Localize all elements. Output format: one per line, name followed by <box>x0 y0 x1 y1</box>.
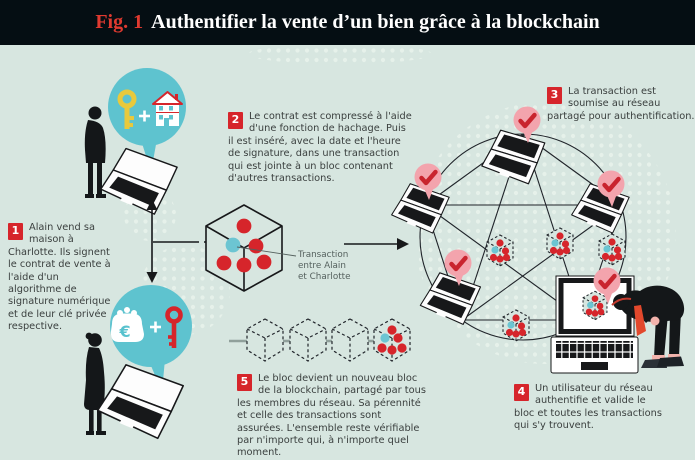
tie <box>634 305 646 336</box>
transaction-cube <box>205 204 297 292</box>
chain-cube <box>246 318 284 362</box>
glasses-icon <box>611 297 632 306</box>
step-2-number: 2 <box>228 112 243 129</box>
callout-line <box>236 246 297 257</box>
validator-laptop <box>550 275 639 374</box>
chain-cube-new-block <box>373 318 411 362</box>
transaction-cube-label: Transaction entre Alain et Charlotte <box>298 250 351 282</box>
dots-cluster-top <box>248 44 432 64</box>
figure-title: Authentifier la vente d’un bien grâce à … <box>151 11 600 33</box>
private-key-icon <box>165 306 183 348</box>
purse-icon: € <box>110 307 144 342</box>
bowing-person <box>611 285 685 368</box>
step-3-number: 3 <box>547 87 562 104</box>
step-2-text: Le contrat est compressé à l'aide d'une … <box>228 111 412 185</box>
chain-cube <box>331 318 369 362</box>
euro-symbol: € <box>119 322 131 341</box>
house-icon <box>152 91 183 126</box>
plus-icon <box>150 321 161 333</box>
figure-title-bar: Fig. 1 Authentifier la vente d’un bien g… <box>0 0 695 45</box>
silhouette-seller <box>84 106 106 198</box>
step-1-number: 1 <box>8 223 23 240</box>
step-5-number: 5 <box>237 374 252 391</box>
buyer-laptop <box>94 360 186 442</box>
step-4-text: Un utilisateur du réseau authentifie et … <box>514 383 662 432</box>
seller-speech-bubble <box>108 68 186 172</box>
step-1-text: Alain vend sa maison à Charlotte. Ils si… <box>8 222 111 333</box>
plus-icon <box>139 110 150 122</box>
step-4-number: 4 <box>514 384 529 401</box>
blockchain-chain-icon <box>229 318 411 362</box>
step-3-text: La transaction est soumise au réseau par… <box>547 86 695 122</box>
figure-number: Fig. 1 <box>95 11 144 33</box>
hand <box>650 316 660 326</box>
to-network-arrow <box>344 238 409 250</box>
key-icon <box>117 89 137 129</box>
silhouette-buyer <box>84 332 106 435</box>
step-5-text: Le bloc devient un nouveau bloc de la bl… <box>237 373 426 459</box>
chain-cube <box>289 318 327 362</box>
